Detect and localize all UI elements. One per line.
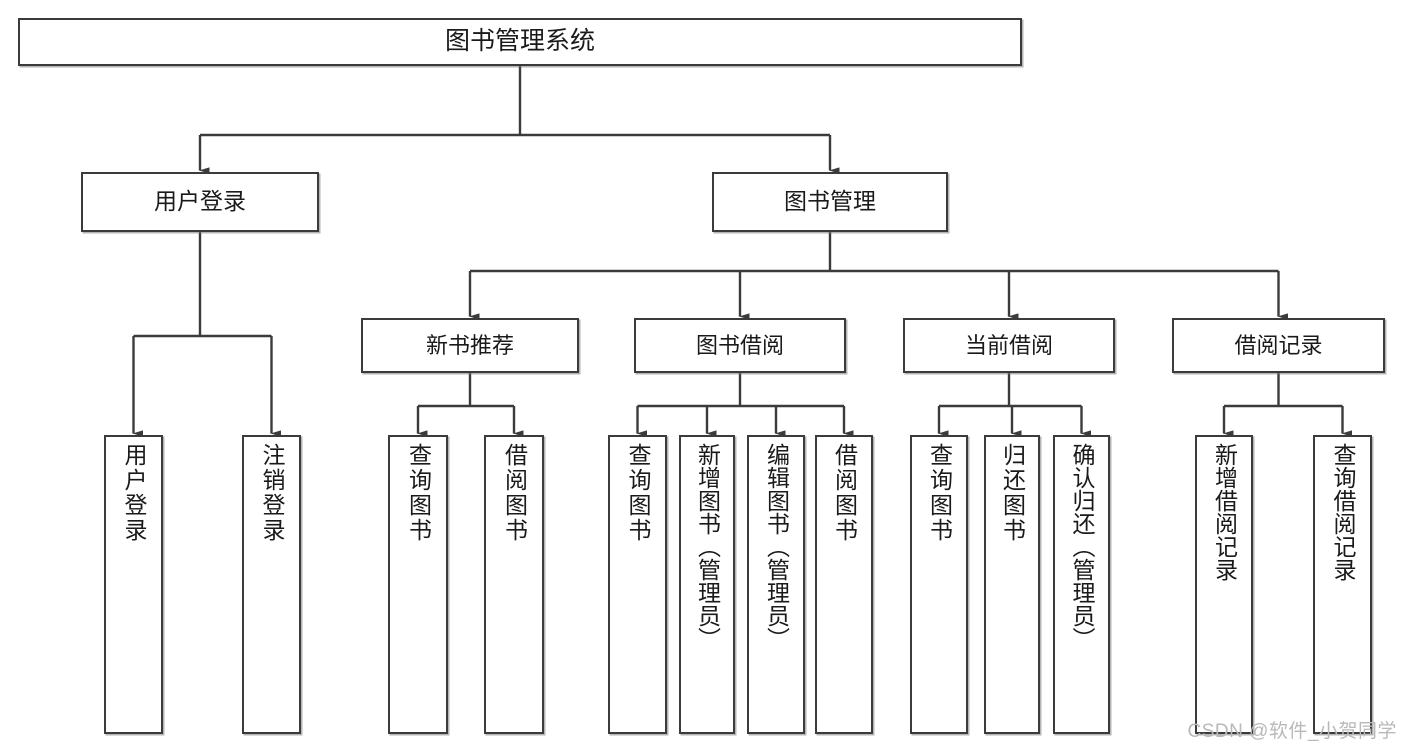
connector-lines	[132, 66, 1353, 437]
node-label-leaf-add-record: 新增借阅记录	[1211, 443, 1238, 581]
node-label-leaf-logout-login: 注销登录	[259, 443, 285, 543]
node-label-new-book-rec: 新书推荐	[425, 332, 514, 358]
node-label-book-borrow: 图书借阅	[695, 332, 784, 358]
node-label-leaf-query-record: 查询借阅记录	[1330, 443, 1356, 581]
node-label-leaf-user-login: 用户登录	[121, 443, 147, 543]
node-leaf-edit-book[interactable]: 编辑图书（管理员）	[747, 435, 805, 734]
node-book-manage[interactable]: 图书管理	[712, 172, 948, 232]
node-leaf-add-book[interactable]: 新增图书（管理员）	[679, 435, 735, 734]
node-label-leaf-query-book-1: 查询图书	[405, 443, 432, 543]
node-leaf-return-book[interactable]: 归还图书	[984, 435, 1040, 734]
node-current-borrow[interactable]: 当前借阅	[903, 318, 1115, 373]
node-leaf-query-book-3[interactable]: 查询图书	[910, 435, 968, 734]
node-label-borrow-record: 借阅记录	[1234, 332, 1323, 358]
node-leaf-add-record[interactable]: 新增借阅记录	[1195, 435, 1253, 734]
node-borrow-record[interactable]: 借阅记录	[1172, 318, 1385, 373]
node-leaf-query-record[interactable]: 查询借阅记录	[1313, 435, 1372, 734]
node-label-leaf-add-book: 新增图书（管理员）	[694, 443, 721, 650]
node-leaf-logout-login[interactable]: 注销登录	[242, 435, 301, 734]
node-label-leaf-borrow-book-1: 借阅图书	[501, 443, 528, 543]
node-label-current-borrow: 当前借阅	[964, 332, 1053, 358]
node-user-login[interactable]: 用户登录	[81, 172, 319, 232]
node-leaf-borrow-book-2[interactable]: 借阅图书	[815, 435, 873, 734]
node-label-leaf-query-book-2: 查询图书	[625, 443, 651, 543]
node-root[interactable]: 图书管理系统	[18, 18, 1022, 66]
node-label-leaf-edit-book: 编辑图书（管理员）	[763, 443, 790, 650]
node-leaf-query-book-1[interactable]: 查询图书	[388, 435, 448, 734]
node-book-borrow[interactable]: 图书借阅	[634, 318, 846, 373]
node-label-leaf-confirm-return: 确认归还（管理员）	[1069, 443, 1095, 650]
node-leaf-borrow-book-1[interactable]: 借阅图书	[484, 435, 544, 734]
node-label-book-manage: 图书管理	[784, 188, 876, 215]
node-label-leaf-query-book-3: 查询图书	[926, 443, 953, 543]
node-leaf-user-login[interactable]: 用户登录	[104, 435, 163, 734]
node-leaf-query-book-2[interactable]: 查询图书	[608, 435, 667, 734]
node-label-leaf-return-book: 归还图书	[999, 443, 1026, 543]
node-label-root: 图书管理系统	[444, 27, 595, 56]
node-label-leaf-borrow-book-2: 借阅图书	[831, 443, 858, 543]
node-leaf-confirm-return[interactable]: 确认归还（管理员）	[1053, 435, 1110, 734]
watermark-text: CSDN @软件_小贺同学	[1187, 721, 1397, 742]
node-new-book-rec[interactable]: 新书推荐	[361, 318, 579, 373]
node-label-user-login: 用户登录	[154, 188, 246, 215]
